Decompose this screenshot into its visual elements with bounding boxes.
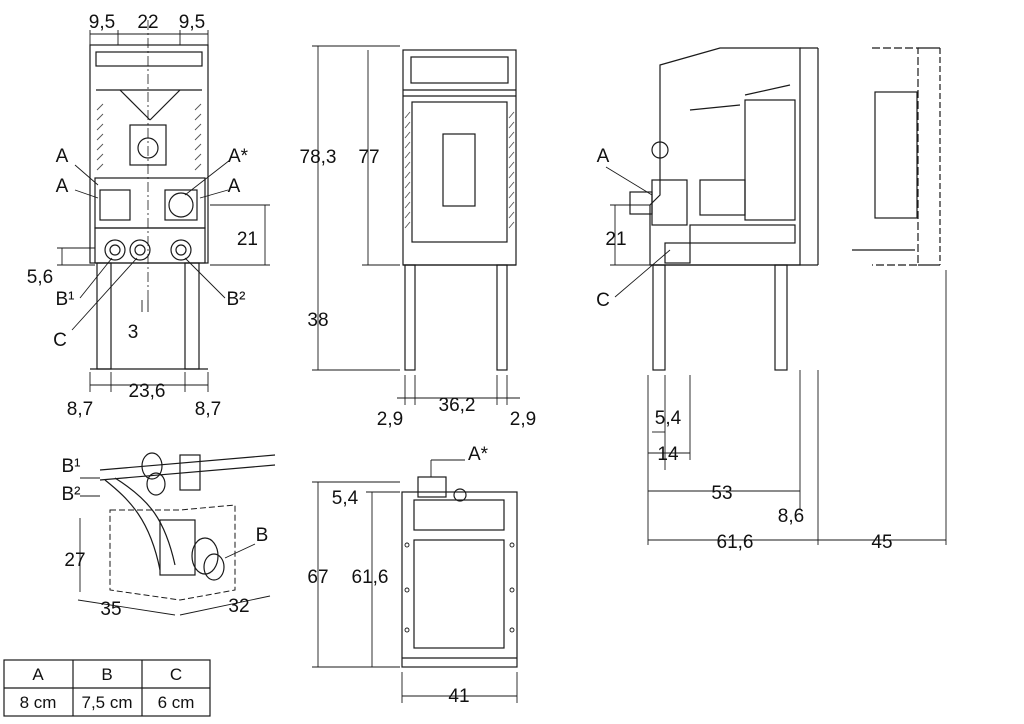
side-dim-14: 14 xyxy=(657,444,679,465)
legend-header-a: A xyxy=(32,665,44,684)
legend-table xyxy=(3,659,211,717)
dim-23-6: 23,6 xyxy=(129,381,166,402)
side-label-a: A xyxy=(597,146,610,167)
side-view xyxy=(605,47,947,545)
center-view xyxy=(312,45,520,405)
legend-value-c: 6 cm xyxy=(158,693,195,712)
detail-label-b2: B² xyxy=(62,484,81,505)
side-dim-53: 53 xyxy=(711,483,732,504)
side-label-c: C xyxy=(596,290,610,311)
legend-table-text: A B C 8 cm 7,5 cm 6 cm xyxy=(20,665,195,712)
top-label-a-star: A* xyxy=(468,444,489,465)
side-dim-61-6: 61,6 xyxy=(717,532,754,553)
dim-right-top: 9,5 xyxy=(179,12,205,33)
side-view-text: A C 21 5,4 14 53 8,6 61,6 45 xyxy=(596,146,892,553)
front-view-text: 9,5 22 9,5 21 5,6 8,7 23,6 8,7 3 A A* A … xyxy=(27,12,258,420)
side-dim-8-6: 8,6 xyxy=(778,506,804,527)
label-a-star: A* xyxy=(228,146,249,167)
label-a-upper: A xyxy=(56,146,69,167)
legend-value-a: 8 cm xyxy=(20,693,57,712)
label-a-lower: A xyxy=(56,176,69,197)
label-b1: B¹ xyxy=(56,289,75,310)
dim-left-top: 9,5 xyxy=(89,12,115,33)
label-a-right: A xyxy=(228,176,241,197)
top-dim-61-6: 61,6 xyxy=(352,567,389,588)
side-dim-21: 21 xyxy=(605,229,626,250)
detail-dim-35: 35 xyxy=(100,599,121,620)
dim-38: 38 xyxy=(307,310,328,331)
label-b2: B² xyxy=(227,289,246,310)
label-c: C xyxy=(53,330,67,351)
detail-dim-27: 27 xyxy=(64,550,85,571)
top-dim-41: 41 xyxy=(448,686,469,707)
dim-center-top: 22 xyxy=(137,12,158,33)
front-view xyxy=(57,20,270,392)
top-view xyxy=(312,459,518,703)
top-dim-67: 67 xyxy=(307,567,328,588)
top-dim-5-4: 5,4 xyxy=(332,488,359,509)
detail-label-b1: B¹ xyxy=(62,456,81,477)
side-dim-5-4: 5,4 xyxy=(655,408,682,429)
detail-view-text: B¹ B² B 27 35 32 xyxy=(62,456,269,620)
dim-8-7-left: 8,7 xyxy=(67,399,93,420)
dim-78-3: 78,3 xyxy=(300,147,337,168)
dim-21-front: 21 xyxy=(237,229,258,250)
detail-label-b: B xyxy=(256,525,269,546)
dim-77: 77 xyxy=(358,147,379,168)
center-view-text: 78,3 77 38 36,2 2,9 2,9 xyxy=(300,147,537,430)
dim-8-7-right: 8,7 xyxy=(195,399,221,420)
legend-value-b: 7,5 cm xyxy=(81,693,132,712)
side-dim-45: 45 xyxy=(871,532,892,553)
dim-2-9-right: 2,9 xyxy=(510,409,536,430)
legend-header-b: B xyxy=(101,665,112,684)
detail-view xyxy=(77,452,276,616)
top-view-text: A* 5,4 67 61,6 41 xyxy=(307,444,488,707)
dim-5-6: 5,6 xyxy=(27,267,53,288)
dim-36-2: 36,2 xyxy=(439,395,476,416)
dim-3: 3 xyxy=(128,322,139,343)
dim-2-9-left: 2,9 xyxy=(377,409,403,430)
detail-dim-32: 32 xyxy=(228,596,249,617)
legend-header-c: C xyxy=(170,665,182,684)
